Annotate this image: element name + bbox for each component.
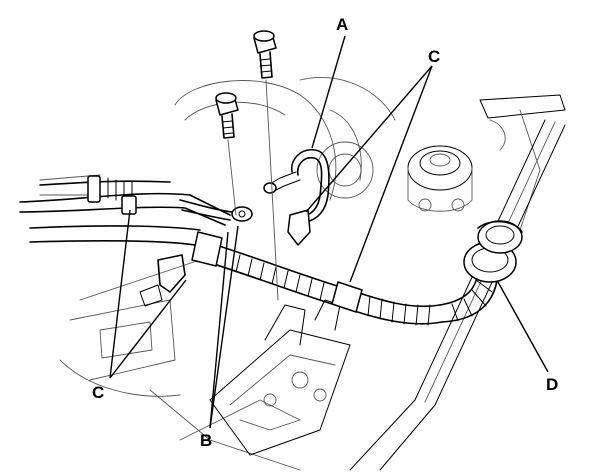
corrugated-harness-tube bbox=[191, 231, 499, 326]
bolt-upper bbox=[253, 30, 277, 79]
callout-label-c-top: C bbox=[428, 47, 440, 66]
callout-label-a: A bbox=[336, 15, 348, 34]
grommet-d bbox=[463, 220, 523, 283]
callout-label-b: B bbox=[200, 431, 212, 450]
leader-lines bbox=[109, 35, 549, 429]
engine-bay-background bbox=[39, 76, 566, 471]
callout-label-d: D bbox=[546, 375, 558, 394]
bolt-lower bbox=[215, 92, 239, 139]
cable-bundle bbox=[19, 175, 253, 307]
callout-label-c-left: C bbox=[92, 383, 104, 402]
ground-strap-a bbox=[263, 149, 330, 246]
